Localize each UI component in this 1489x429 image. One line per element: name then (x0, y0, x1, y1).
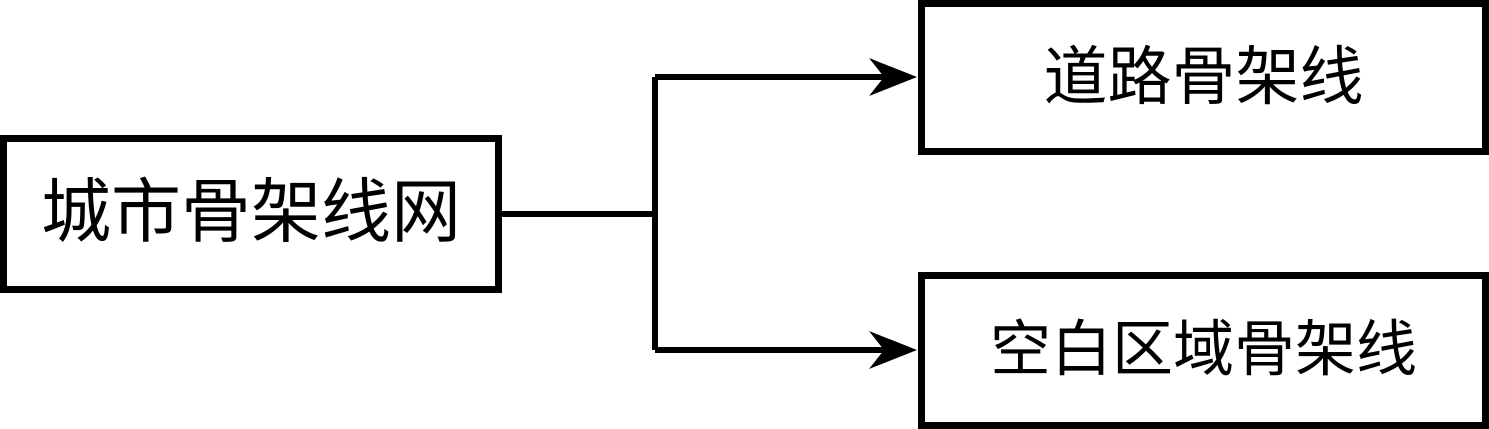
node-road-skeleton-line-label: 道路骨架线 (1043, 41, 1364, 113)
arrowhead-top-icon (869, 58, 917, 96)
arrowhead-bottom-icon (869, 331, 917, 369)
node-city-skeleton-network-label: 城市骨架线网 (41, 175, 461, 252)
node-city-skeleton-network: 城市骨架线网 (0, 135, 502, 293)
node-road-skeleton-line: 道路骨架线 (918, 0, 1489, 155)
node-blank-area-skeleton-line: 空白区域骨架线 (918, 272, 1489, 429)
node-blank-area-skeleton-line-label: 空白区域骨架线 (989, 317, 1417, 384)
